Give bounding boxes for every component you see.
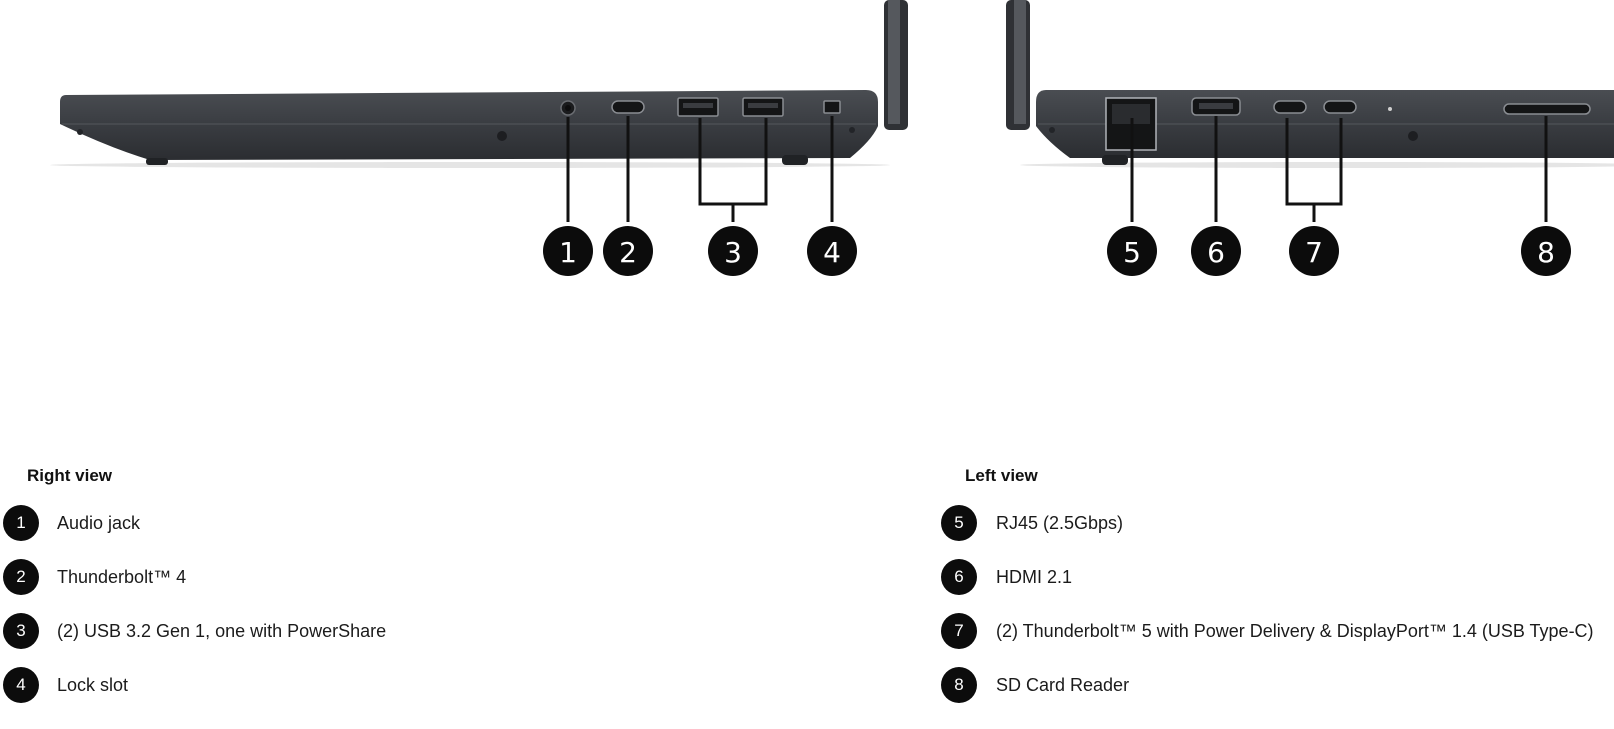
left-view-heading: Left view [965,466,1038,485]
svg-text:8: 8 [1537,236,1555,269]
svg-text:5: 5 [1123,236,1141,269]
item-label: Audio jack [57,513,141,533]
svg-text:2: 2 [619,236,637,269]
item-label: Lock slot [57,675,129,695]
item-label: SD Card Reader [996,675,1130,695]
lock-slot-port [823,100,841,114]
callout-badge-1: 1 [543,226,593,276]
item-label: HDMI 2.1 [996,567,1073,587]
item-label: (2) USB 3.2 Gen 1, one with PowerShare [57,621,387,641]
laptop-left-side [1006,0,1614,222]
item-number-badge: 6 [941,559,977,595]
callout-badge-4: 4 [807,226,857,276]
sd-card-slot [1503,103,1591,115]
callout-badge-2: 2 [603,226,653,276]
thunderbolt5-port-2 [1323,100,1357,114]
item-number-badge: 8 [941,667,977,703]
svg-text:3: 3 [724,236,742,269]
svg-text:4: 4 [823,236,841,269]
item-number-badge: 2 [3,559,39,595]
item-number-badge: 5 [941,505,977,541]
svg-text:6: 6 [1207,236,1225,269]
item-number-badge: 1 [3,505,39,541]
item-label: Thunderbolt™ 4 [57,567,187,587]
laptop-port-illustration: 1 2 3 4 5 6 7 8 [50,0,1614,276]
item-number-badge: 3 [3,613,39,649]
item-number-badge: 4 [3,667,39,703]
item-number-badge: 7 [941,613,977,649]
laptop-right-side [50,0,908,222]
thunderbolt5-port-1 [1273,100,1307,114]
svg-text:1: 1 [559,236,577,269]
callout-badge-7: 7 [1289,226,1339,276]
callout-badge-6: 6 [1191,226,1241,276]
right-view-heading: Right view [27,466,113,485]
svg-text:7: 7 [1305,236,1323,269]
item-label: RJ45 (2.5Gbps) [996,513,1124,533]
callout-badge-3: 3 [708,226,758,276]
thunderbolt-port [611,100,645,114]
callout-badge-8: 8 [1521,226,1571,276]
item-label: (2) Thunderbolt™ 5 with Power Delivery &… [996,621,1594,641]
callout-badge-5: 5 [1107,226,1157,276]
